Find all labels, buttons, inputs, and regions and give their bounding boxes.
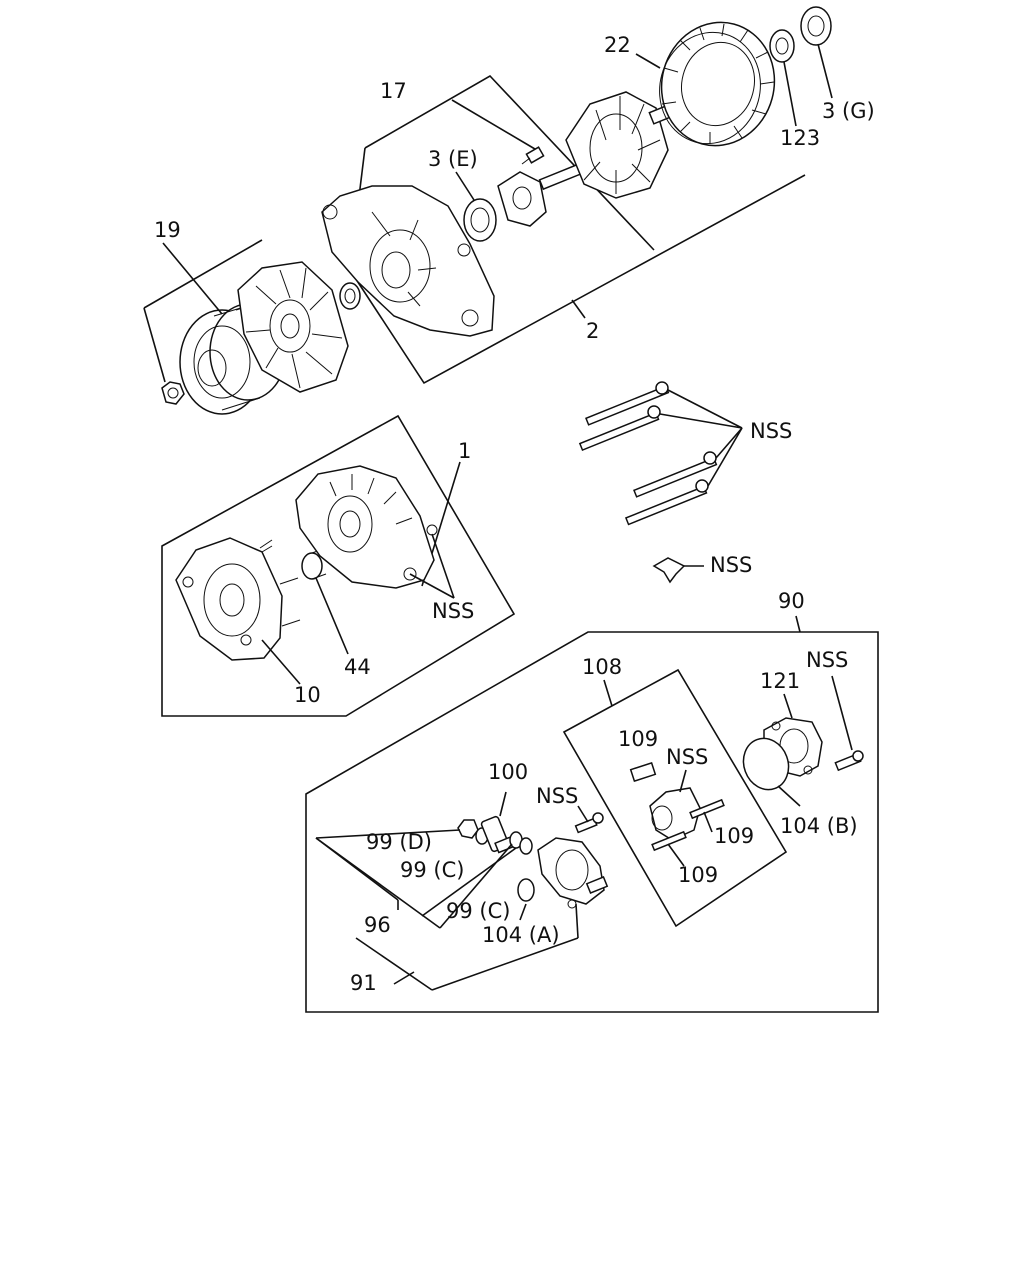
- bearing-3g-part: [800, 6, 832, 46]
- callout-109-bottom: 109: [678, 863, 718, 887]
- stator-part: [659, 21, 776, 147]
- callout-104b: 104 (B): [780, 814, 858, 838]
- rear-plate-part: [175, 537, 301, 661]
- callout-100: 100: [488, 760, 528, 784]
- callout-104a: 104 (A): [482, 923, 560, 947]
- callout-19: 19: [154, 218, 181, 242]
- regulator-housing-part: [537, 837, 609, 909]
- callout-nss-bolts: NSS: [750, 419, 792, 443]
- group-108-box: [562, 668, 788, 928]
- spacer-ring-part: [339, 282, 361, 310]
- group-90-box: [305, 615, 879, 1013]
- rear-housing-part: [295, 465, 438, 589]
- cover-leaders: [777, 675, 853, 807]
- callout-3e: 3 (E): [428, 147, 478, 171]
- callout-labels: 17 22 3 (E) 3 (G) 123 19 2 NSS 1 NSS NSS…: [154, 33, 875, 995]
- callout-123: 123: [780, 126, 820, 150]
- callout-3g: 3 (G): [822, 99, 875, 123]
- callout-90: 90: [778, 589, 805, 613]
- callout-2: 2: [586, 319, 599, 343]
- callout-17: 17: [380, 79, 407, 103]
- callout-nss-brush: NSS: [666, 745, 708, 769]
- fan-part: [237, 261, 349, 393]
- clip-part: [652, 557, 704, 584]
- callout-nss-clip: NSS: [710, 553, 752, 577]
- bearing-3e-part: [463, 198, 497, 242]
- retainer-screw-part: [521, 146, 545, 165]
- bearing-123-part: [769, 29, 795, 63]
- upper-leader-lines: [162, 43, 833, 315]
- callout-99d: 99 (D): [366, 830, 432, 854]
- callout-109-mid: 109: [714, 824, 754, 848]
- callout-nss-regulator: NSS: [536, 784, 578, 808]
- group-90-leaders: [315, 791, 589, 991]
- callout-10: 10: [294, 683, 321, 707]
- oring-104a-part: [517, 878, 535, 902]
- washer-99c-part: [509, 831, 533, 855]
- callout-91: 91: [350, 971, 377, 995]
- regulator-nut-part: [457, 819, 479, 839]
- regulator-screw-part: [574, 812, 604, 834]
- callout-22: 22: [604, 33, 631, 57]
- callout-nss-cover: NSS: [806, 648, 848, 672]
- callout-44: 44: [344, 655, 371, 679]
- callout-108: 108: [582, 655, 622, 679]
- bolts-nss-leaders: [659, 389, 743, 487]
- callout-99c-upper: 99 (C): [400, 858, 464, 882]
- cover-screw-part: [834, 750, 864, 772]
- group-1-leaders: [261, 533, 455, 685]
- callout-121: 121: [760, 669, 800, 693]
- callout-nss-housing: NSS: [432, 599, 474, 623]
- pulley-nut-part: [161, 381, 185, 405]
- through-bolts-part: [578, 381, 718, 526]
- callout-1: 1: [458, 439, 471, 463]
- brush-holder-part: [629, 761, 725, 852]
- callout-99c-lower: 99 (C): [446, 899, 510, 923]
- callout-109-top: 109: [618, 727, 658, 751]
- brush-leaders: [667, 769, 713, 867]
- group-2-bracket: [143, 74, 806, 385]
- callout-96: 96: [364, 913, 391, 937]
- bearing-retainer-part: [497, 171, 547, 227]
- front-housing-part: [321, 185, 495, 337]
- oring-104b-part: [742, 737, 790, 791]
